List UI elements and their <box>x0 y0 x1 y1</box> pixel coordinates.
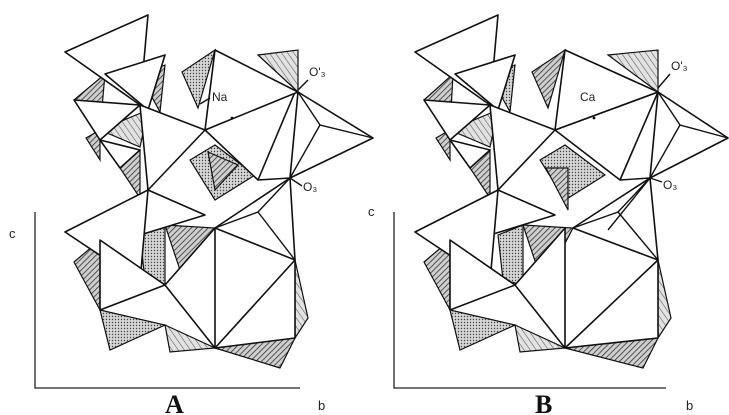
cation-label: Ca <box>580 90 596 104</box>
oxygen-lower-leader <box>649 177 663 183</box>
axis-b-label: b <box>686 398 693 413</box>
oxygen-lower-leader <box>289 177 303 187</box>
polyhedra-outlines <box>64 14 374 349</box>
oxygen-lower-label: O₃ <box>663 178 677 192</box>
panel-label: A <box>165 390 184 415</box>
oxygen-upper-leader <box>657 73 671 89</box>
cation-label: Na <box>212 90 228 104</box>
tetrahedra-lines <box>214 91 374 261</box>
oxygen-upper-label: O'₃ <box>309 65 326 79</box>
axis-c-line <box>34 212 300 389</box>
axis-c-line <box>393 212 666 389</box>
oxygen-upper-leader <box>297 79 309 91</box>
polyhedra-outlines <box>414 14 729 349</box>
axis-c-label: c <box>9 226 16 241</box>
tetrahedra-lines <box>572 91 729 261</box>
panel-b: c b B <box>368 14 729 415</box>
oxygen-lower-label: O₃ <box>303 180 317 194</box>
cation-arrow <box>199 97 211 105</box>
oxygen-upper-label: O'₃ <box>671 59 688 73</box>
axis-b-label: b <box>318 398 325 413</box>
panel-label: B <box>535 390 552 415</box>
cation-marker <box>592 116 596 120</box>
panel-a: c b A <box>9 14 374 415</box>
cation-marker <box>230 116 234 120</box>
axis-c-label: c <box>368 204 375 219</box>
